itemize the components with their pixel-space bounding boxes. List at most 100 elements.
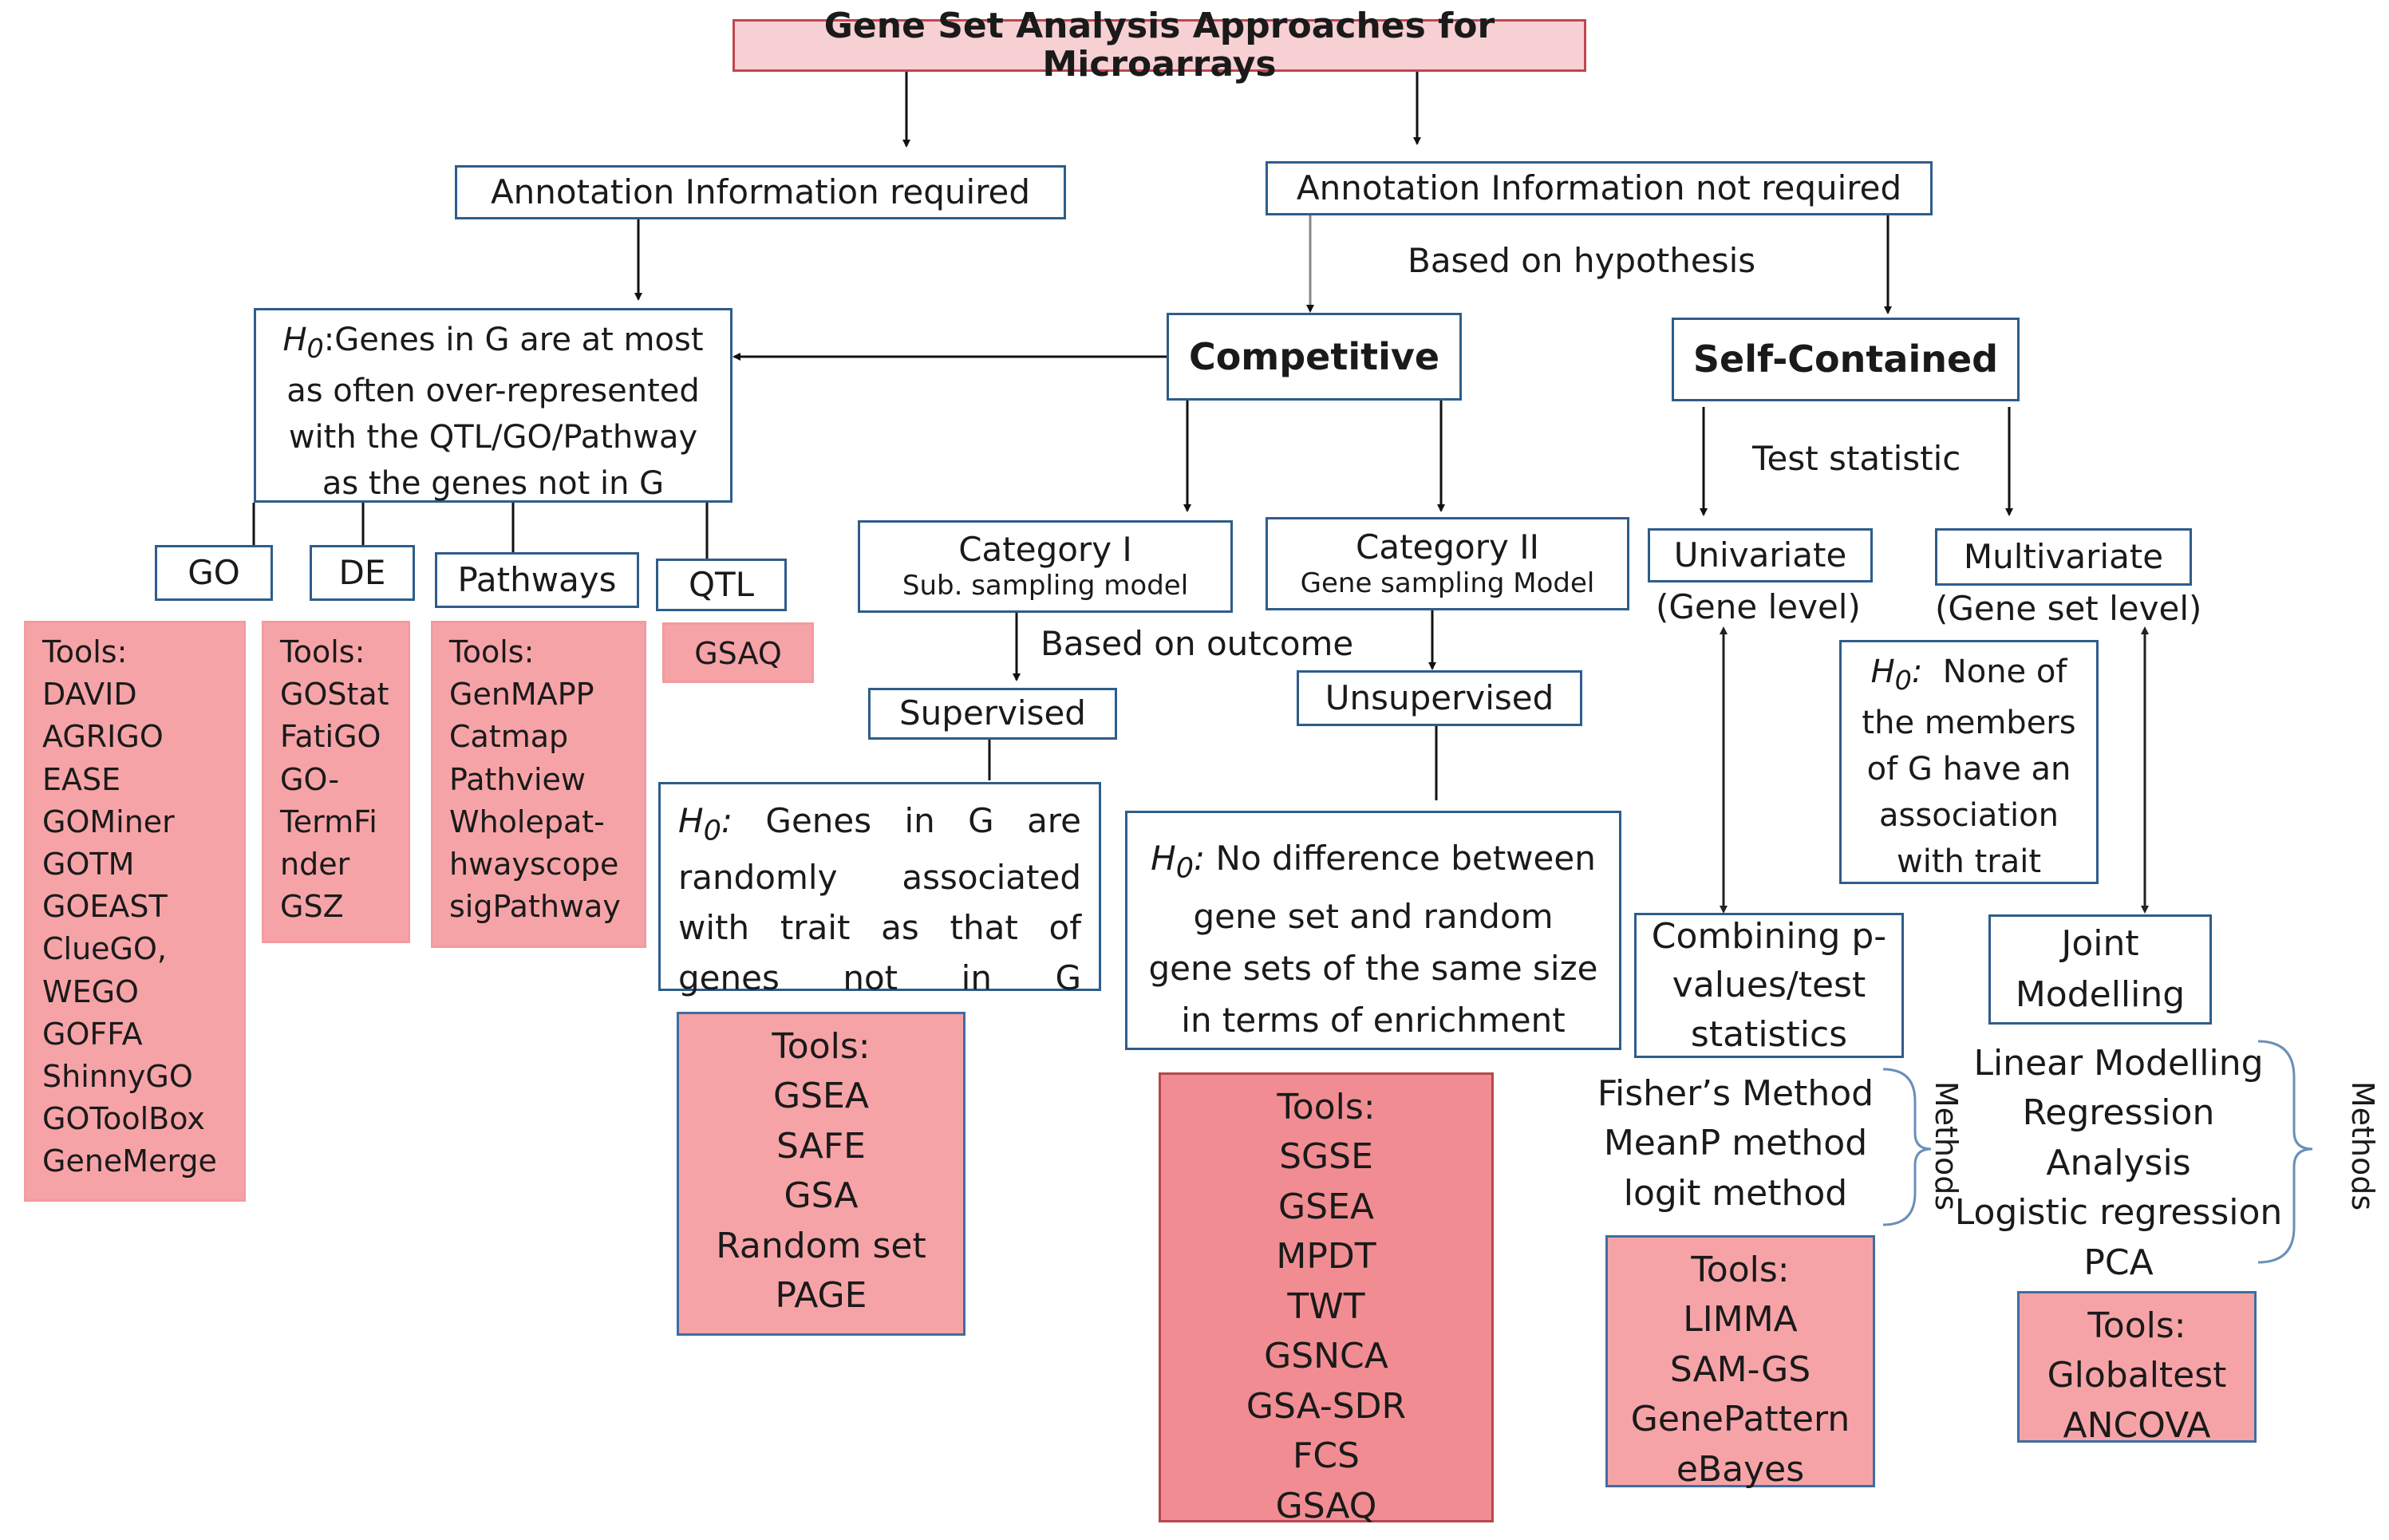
h0-supervised-line-4: genes not in G [678, 958, 1081, 997]
tool-item: GSAQ [694, 636, 782, 671]
h0-symbol: H0 [282, 322, 324, 364]
combining-box: Combining p- values/test statistics [1634, 913, 1904, 1058]
combining-line-1: Combining p- [1651, 915, 1887, 957]
tool-item: GOEAST [42, 889, 168, 925]
method-fisher: Fisher’s Method [1597, 1073, 1874, 1114]
tool-item: hwayscope [449, 846, 619, 882]
h0-supervised-line-3: with trait as that of [678, 907, 1081, 947]
tool-item: GOFFA [42, 1016, 143, 1052]
tool-item: GSZ [280, 889, 344, 925]
brace-multivariate-methods [2257, 1040, 2313, 1264]
tool-item: GeneMerge [42, 1143, 217, 1179]
category-qtl: QTL [656, 559, 787, 611]
test-statistic-label: Test statistic [1752, 439, 1961, 478]
gene-set-level-label: (Gene set level) [1935, 589, 2202, 628]
joint-modelling-line-1: Joint [2061, 923, 2139, 965]
tool-item: DAVID [42, 677, 137, 713]
h0-left-line-2: as often over-represented [286, 373, 700, 410]
h0-supervised-line-2: randomly associated [678, 857, 1081, 897]
multivariate-methods-label: Methods [2345, 1080, 2381, 1211]
tools-qtl-list: GSAQ [662, 622, 814, 683]
brace-univariate-methods [1882, 1068, 1932, 1226]
tool-item: Pathview [449, 761, 586, 797]
tool-item: GenMAPP [449, 677, 594, 713]
tools-heading: Tools: [1691, 1250, 1790, 1290]
h0-supervised-line-1: Genes in G are [765, 801, 1081, 840]
h0-multivariate-line-1: None of [1942, 654, 2067, 690]
h0-multivariate-line-3: of G have an [1866, 751, 2071, 788]
h0-symbol: H0: [1870, 654, 1923, 696]
method-logit: logit method [1623, 1172, 1848, 1214]
h0-left-line-4: as the genes not in G [322, 465, 665, 503]
h0-left-line-1: Genes in G are at most [334, 322, 704, 358]
tools-heading: Tools: [1277, 1087, 1376, 1127]
h0-left-line-3: with the QTL/GO/Pathway [288, 419, 698, 456]
tool-item: FCS [1293, 1435, 1360, 1477]
tools-heading: Tools: [280, 634, 365, 669]
h0-multivariate-line-2: the members [1862, 705, 2076, 742]
tool-item: FatiGO [280, 719, 381, 755]
tool-item: AGRIGO [42, 719, 164, 755]
based-on-hypothesis-label: Based on hypothesis [1408, 241, 1756, 280]
annotation-not-required-box: Annotation Information not required [1266, 161, 1933, 215]
tool-item: Wholepat- [449, 804, 605, 839]
supervised-box: Supervised [868, 688, 1117, 740]
tool-item: GSNCA [1264, 1336, 1388, 1377]
h0-unsupervised-box: H0: No difference between gene set and r… [1125, 811, 1621, 1050]
tools-heading: Tools: [42, 634, 128, 669]
tool-item: GenePattern [1630, 1399, 1850, 1440]
tool-item: GO- [280, 761, 340, 797]
gene-level-label: (Gene level) [1656, 587, 1861, 626]
joint-modelling-box: Joint Modelling [1988, 914, 2212, 1025]
h0-supervised-box: H0: Genes in G are randomly associated w… [658, 782, 1101, 997]
tool-item: GOToolBox [42, 1101, 205, 1137]
category-1-box: Category I Sub. sampling model [858, 520, 1233, 613]
h0-symbol: H0: [678, 801, 733, 847]
tool-item: SAM-GS [1669, 1348, 1811, 1390]
category-1-subtitle: Sub. sampling model [902, 570, 1189, 602]
h0-unsupervised-line-3: gene sets of the same size [1148, 948, 1598, 988]
combining-line-3: statistics [1690, 1013, 1848, 1055]
tool-item: Globaltest [2047, 1355, 2227, 1396]
tool-item: GOStat [280, 677, 389, 713]
tools-heading: Tools: [449, 634, 535, 669]
combining-line-2: values/test [1672, 965, 1866, 1006]
method-logistic-regression: Logistic regression [1954, 1192, 2283, 1234]
tool-item: TWT [1287, 1285, 1365, 1327]
category-go: GO [155, 545, 273, 601]
unsupervised-box: Unsupervised [1297, 670, 1582, 726]
tool-item: GSEA [773, 1076, 869, 1117]
tool-item: GOMiner [42, 804, 175, 839]
h0-multivariate-box: H0: None of the members of G have an ass… [1839, 640, 2099, 884]
tool-item: GSEA [1278, 1186, 1374, 1227]
tool-item: sigPathway [449, 889, 621, 925]
h0-multivariate-line-4: association [1879, 797, 2059, 835]
tool-item: ANCOVA [2063, 1404, 2211, 1446]
tool-item: GOTM [42, 846, 135, 882]
multivariate-methods: Linear Modelling Regression Analysis Log… [1947, 1039, 2290, 1288]
tool-item: EASE [42, 761, 121, 797]
h0-unsupervised-line-4: in terms of enrichment [1181, 1000, 1566, 1040]
tool-item: eBayes [1676, 1448, 1805, 1490]
category-2-box: Category II Gene sampling Model [1266, 517, 1629, 610]
tool-item: GSA [784, 1175, 859, 1217]
method-regression: Regression [2022, 1092, 2215, 1134]
competitive-box: Competitive [1167, 313, 1462, 401]
h0-symbol: H0: [1151, 839, 1206, 885]
category-pathways: Pathways [435, 552, 639, 608]
h0-multivariate-line-5: with trait [1896, 843, 2041, 881]
category-1-title: Category I [958, 530, 1132, 570]
method-linear-modelling: Linear Modelling [1973, 1043, 2264, 1084]
tool-item: GSA-SDR [1246, 1385, 1407, 1427]
tool-item: SGSE [1279, 1136, 1373, 1178]
method-analysis: Analysis [2046, 1142, 2191, 1183]
h0-unsupervised-line-1: No difference between [1215, 839, 1596, 878]
tool-item: nder [280, 846, 350, 882]
